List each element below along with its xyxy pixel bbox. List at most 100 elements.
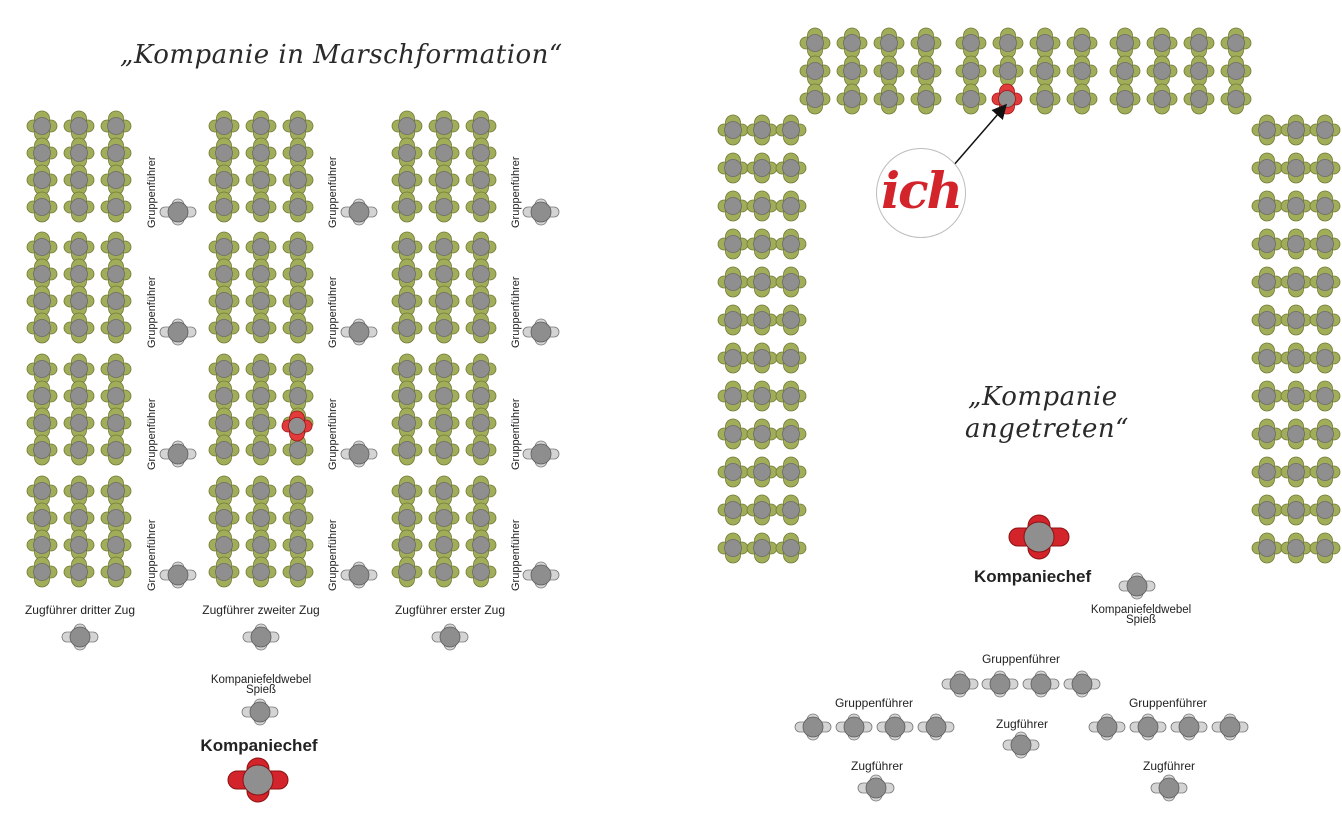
sergeant-major-label: Kompaniefeldwebel Spieß [211,674,311,696]
sergeant-major-label: Kompaniefeldwebel Spieß [1091,604,1191,626]
soldier-figure [775,228,807,260]
soldier-figure [1309,266,1341,298]
soldier-figure [208,312,240,344]
soldier-figure [775,494,807,526]
soldier-figure [391,556,423,588]
soldier-figure [391,380,423,412]
soldier-figure [465,312,497,344]
squad-leader-figure [835,713,873,741]
squad-leader-figure [1170,713,1208,741]
platoon-leader-label: Zugführer erster Zug [394,603,506,617]
squad-leader-figure [522,318,560,346]
soldier-figure [775,152,807,184]
soldier-figure [717,342,749,374]
soldier-figure [746,152,778,184]
soldier-figure [1109,55,1141,87]
squad-leader-figure [340,198,378,226]
squad-leader-label: Gruppenführer [981,652,1061,666]
soldier-figure [746,114,778,146]
soldier-figure [63,475,95,507]
platoon-leader-label: Zugführer [1142,759,1196,773]
soldier-figure [1251,494,1283,526]
soldier-figure [836,83,868,115]
soldier-figure [100,191,132,223]
soldier-figure [955,83,987,115]
soldier-figure [63,231,95,263]
soldier-figure [1280,152,1312,184]
squad-leader-label: Gruppenführer [327,398,339,470]
soldier-figure [799,27,831,59]
soldier-figure [775,532,807,564]
soldier-figure [208,502,240,534]
soldier-figure [63,529,95,561]
sergeant-major-line2: Spieß [245,684,277,696]
sergeant-major-figure [1118,572,1156,600]
soldier-figure [282,353,314,385]
soldier-figure [391,258,423,290]
soldier-figure [391,164,423,196]
soldier-figure [208,164,240,196]
squad-leader-figure [340,318,378,346]
soldier-figure [1146,83,1178,115]
right-title-line1: „Kompanie [968,382,1118,412]
squad-leader-figure [340,561,378,589]
soldier-figure [775,456,807,488]
soldier-figure [1280,190,1312,222]
commander-label: Kompaniechef [200,736,318,755]
soldier-figure [1280,532,1312,564]
soldier-figure [245,529,277,561]
soldier-figure [1220,55,1252,87]
soldier-figure [428,529,460,561]
soldier-figure [208,353,240,385]
soldier-figure [746,456,778,488]
soldier-figure [428,502,460,534]
soldier-figure [1109,27,1141,59]
squad-leader-label: Gruppenführer [146,519,158,591]
squad-leader-label: Gruppenführer [510,156,522,228]
soldier-figure [245,434,277,466]
platoon-leader-label: Zugführer dritter Zug [24,603,136,617]
squad-leader-label: Gruppenführer [510,276,522,348]
squad-leader-label: Gruppenführer [327,156,339,228]
commander-figure [1008,514,1070,560]
squad-leader-label: Gruppenführer [510,519,522,591]
soldier-figure [1251,380,1283,412]
soldier-figure [1066,83,1098,115]
soldier-figure [100,556,132,588]
squad-leader-label: Gruppenführer [146,276,158,348]
soldier-figure [1309,532,1341,564]
soldier-figure [1309,190,1341,222]
soldier-figure [1309,418,1341,450]
soldier-figure [245,312,277,344]
platoon-leader-figure [1002,731,1040,759]
soldier-figure [282,285,314,317]
soldier-figure [1280,456,1312,488]
soldier-figure [428,434,460,466]
soldier-figure [992,27,1024,59]
soldier-figure [282,258,314,290]
platoon-leader-figure [61,623,99,651]
soldier-figure [100,258,132,290]
soldier-figure [428,380,460,412]
soldier-figure [208,231,240,263]
soldier-figure [955,27,987,59]
soldier-figure [391,110,423,142]
soldier-figure [245,191,277,223]
soldier-figure [465,258,497,290]
squad-leader-figure [1211,713,1249,741]
soldier-figure [245,231,277,263]
soldier-figure [391,231,423,263]
soldier-figure [1146,27,1178,59]
soldier-figure [100,231,132,263]
soldier-figure [465,110,497,142]
soldier-figure [428,353,460,385]
squad-leader-label: Gruppenführer [327,519,339,591]
soldier-figure [100,529,132,561]
soldier-figure [465,475,497,507]
platoon-leader-label: Zugführer zweiter Zug [202,603,320,617]
soldier-figure [717,532,749,564]
soldier-figure [717,190,749,222]
soldier-figure [1309,228,1341,260]
soldier-figure [1066,55,1098,87]
soldier-figure [1251,266,1283,298]
